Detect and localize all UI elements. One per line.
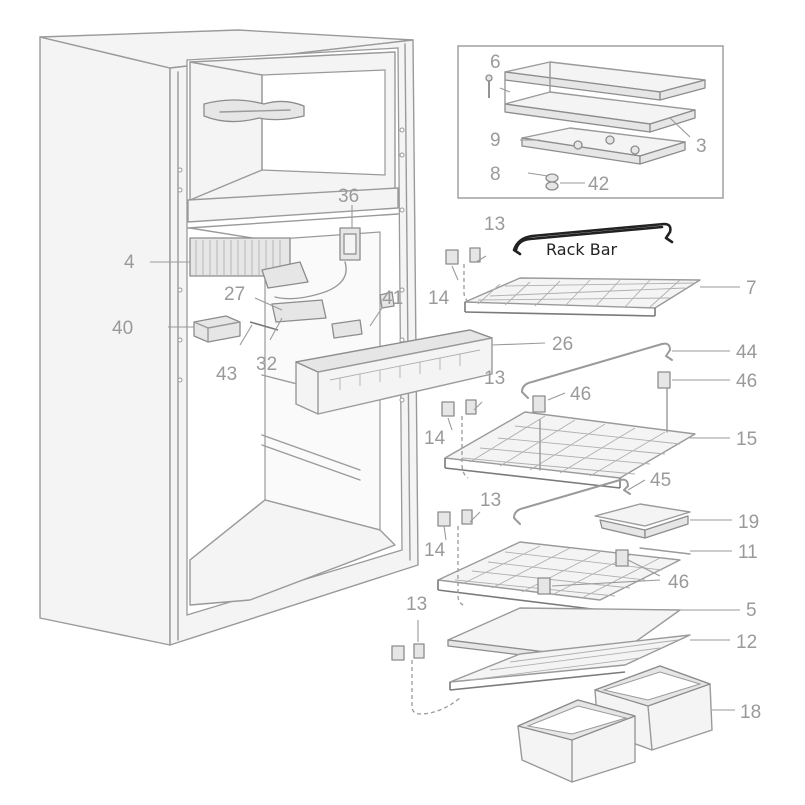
label-32: 32 [256, 354, 277, 375]
part-number-labels: 6 3 9 8 42 36 4 13 14 7 27 41 40 26 43 3… [112, 52, 761, 723]
label-9: 9 [490, 130, 501, 151]
label-13-bottom: 13 [406, 594, 427, 615]
label-14-upper: 14 [428, 288, 450, 309]
label-44: 44 [736, 342, 758, 363]
label-12: 12 [736, 632, 757, 653]
label-45: 45 [650, 470, 671, 491]
wire-shelf-46 [437, 541, 691, 611]
label-14-lower: 14 [424, 540, 446, 561]
label-6: 6 [490, 52, 501, 73]
leader-lines [150, 205, 740, 711]
crisper-shelf-26 [295, 329, 493, 415]
label-13-lower: 13 [480, 490, 501, 511]
label-4: 4 [124, 252, 135, 273]
label-19: 19 [738, 512, 759, 533]
refrigerator-cabinet [39, 29, 419, 646]
label-15: 15 [736, 429, 757, 450]
label-3: 3 [696, 136, 707, 157]
tray-19 [594, 503, 691, 539]
label-7: 7 [746, 278, 757, 299]
label-43: 43 [216, 364, 237, 385]
label-11: 11 [738, 542, 758, 563]
label-27: 27 [224, 284, 245, 305]
wire-shelf-7 [464, 277, 701, 317]
label-8: 8 [490, 164, 501, 185]
label-46-right: 46 [736, 371, 757, 392]
label-40: 40 [112, 318, 133, 339]
rack-bar [512, 222, 674, 256]
label-46-middle: 46 [570, 384, 591, 405]
label-18: 18 [740, 702, 761, 723]
crisper-cover-12 [449, 634, 691, 691]
label-13-middle: 13 [484, 368, 505, 389]
label-14-middle: 14 [424, 428, 446, 449]
crisper-bins-18 [517, 665, 713, 783]
wire-shelf-15 [444, 385, 696, 489]
inset-detail-box [457, 45, 724, 199]
label-5: 5 [746, 600, 757, 621]
label-13-upper: 13 [484, 214, 505, 235]
shelf-clips-upper [445, 247, 481, 303]
label-41: 41 [382, 288, 403, 309]
label-36: 36 [338, 186, 359, 207]
rack-bar-annotation: Rack Bar [546, 240, 618, 259]
label-42: 42 [588, 174, 609, 195]
label-26: 26 [552, 334, 573, 355]
label-46-lower: 46 [668, 572, 689, 593]
